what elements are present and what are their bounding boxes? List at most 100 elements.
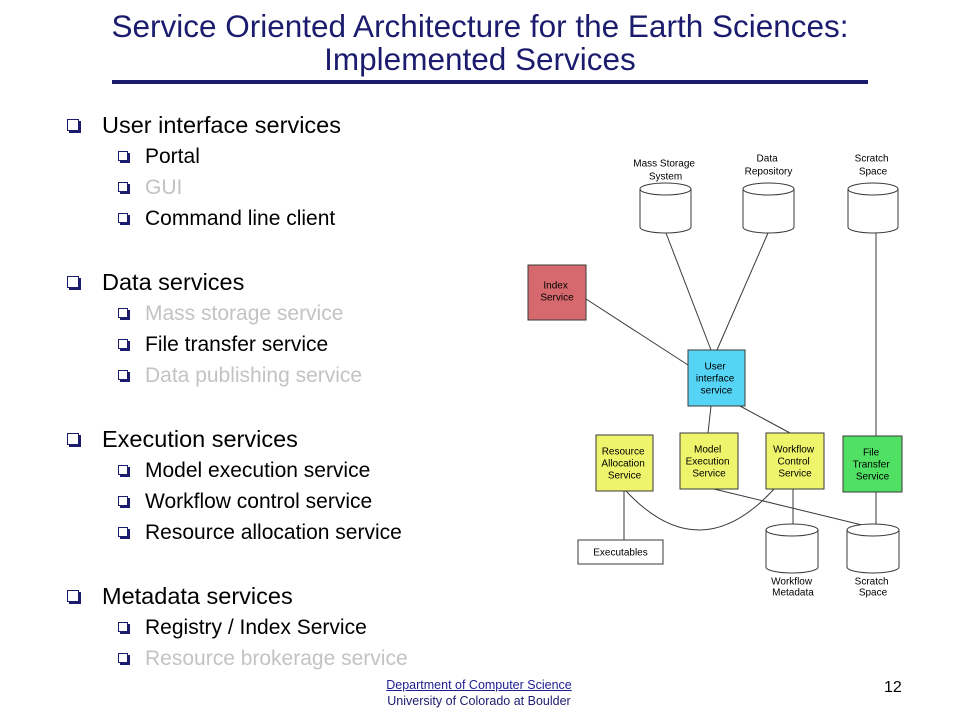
sub-bullet-label: Registry / Index Service [145,616,367,639]
mass-storage-system: Mass Storage System [633,159,695,234]
bullet-item: Metadata services [0,581,470,612]
workflow-control-service: Workflow Control Service [765,432,825,490]
square-bullet-icon [67,119,79,131]
sub-bullet-item: Model execution service [0,455,470,486]
department-link[interactable]: Department of Computer Science [386,678,572,692]
connector-line [739,405,791,434]
bullet-label: Data services [102,269,245,295]
label-line: Workflow [771,577,813,588]
label-line: Control [777,457,809,468]
model-execution-service: Model Execution Service [679,432,739,490]
square-bullet-icon [67,276,79,288]
cylinder-top [847,182,899,196]
label-line: File [863,448,880,459]
sub-bullet-label: Workflow control service [145,490,373,513]
square-bullet-icon [118,308,128,318]
sub-bullet-item: Portal [0,141,470,172]
sub-bullet-label: Model execution service [145,459,371,482]
cylinder-body [742,189,795,234]
user-interface-service: User interface service [687,349,746,407]
square-bullet-icon [118,653,128,663]
architecture-diagram: Mass Storage System Data Repository Scra… [527,154,903,599]
sub-bullet-label: File transfer service [145,333,329,356]
file-transfer-service: File Transfer Service [842,435,903,493]
label-line: Execution [686,457,730,468]
label-line: Metadata [772,588,814,599]
university-name: University of Colorado at Boulder [387,694,571,708]
model-execution-service-box [679,432,739,490]
square-bullet-icon [118,496,128,506]
sub-bullet-item: File transfer service [0,329,470,360]
scratch-space-top-label: Scratch Space [855,154,892,178]
label-line: Service [778,469,812,480]
square-bullet-icon [118,151,128,161]
cylinder-body [765,530,819,574]
sub-bullet-item: GUI [0,172,470,203]
workflow-metadata-label: Workflow Metadata [771,577,815,599]
sub-bullet-label: Portal [145,145,200,168]
sub-bullet-label: GUI [145,176,183,199]
connector-line [707,405,712,434]
sub-bullet-label: Resource brokerage service [145,647,408,670]
index-service-label: Index Service [540,281,574,304]
square-bullet-icon [118,465,128,475]
sub-bullet-label: Mass storage service [145,302,344,325]
label-line: Resource [602,447,645,458]
sub-bullet-item: Registry / Index Service [0,612,470,643]
square-bullet-icon [118,182,128,192]
index-service: Index Service [527,264,587,321]
connector-line [665,232,712,351]
label-line: Service [856,472,890,483]
database-cylinder-icon [742,182,795,234]
sub-bullet-item: Data publishing service [0,360,470,391]
sub-bullet-item: Command line client [0,203,470,234]
sub-bullet-label: Data publishing service [145,364,363,387]
label-line: Scratch [855,154,889,165]
label-line: Mass Storage [633,159,695,170]
user-interface-service-label: User interface service [696,362,737,397]
square-bullet-icon [118,622,128,632]
square-bullet-icon [118,527,128,537]
page-number: 12 [884,679,902,696]
file-transfer-service-box [842,435,903,493]
data-repository: Data Repository [742,154,795,234]
resource-allocation-service-box [595,434,654,492]
bullet-item: Execution services [0,424,470,455]
service-outline: User interface services Portal GUI Comma… [0,110,470,707]
sub-bullet-item: Workflow control service [0,486,470,517]
label-line: Service [608,471,642,482]
data-repository-label: Data Repository [745,154,793,178]
label-line: Repository [745,167,793,178]
sub-bullet-item: Resource allocation service [0,517,470,548]
file-transfer-service-label: File Transfer Service [853,448,893,483]
bullet-label: Metadata services [102,583,293,609]
square-bullet-icon [67,590,79,602]
scratch-space-bottom: Scratch Space [846,523,900,599]
executables-box [577,539,664,565]
database-cylinder-icon [639,182,692,234]
label-line: Service [540,293,574,304]
square-bullet-icon [118,339,128,349]
bullet-item: User interface services [0,110,470,141]
label-line: Index [543,281,567,292]
resource-allocation-service-label: Resource Allocation Service [601,447,647,482]
index-service-box [527,264,587,321]
cylinder-body [847,189,899,234]
sub-bullet-label: Resource allocation service [145,521,402,544]
bullet-label: Execution services [102,426,298,452]
cylinder-top [639,182,692,196]
connector-line [713,488,863,526]
label-line: System [649,172,682,183]
label-line: Workflow [773,445,815,456]
footer: Department of Computer Science Universit… [0,677,958,709]
connector-line [716,232,769,351]
workflow-control-service-box [765,432,825,490]
slide-title: Service Oriented Architecture for the Ea… [0,10,960,76]
label-line: Model [694,445,721,456]
sub-bullet-label: Command line client [145,207,336,230]
outline-section: Data services Mass storage service File … [0,267,470,391]
database-cylinder-icon [847,182,899,234]
label-line: Scratch [855,577,889,588]
title-underline-rule [112,80,868,84]
label-line: Space [859,167,888,178]
